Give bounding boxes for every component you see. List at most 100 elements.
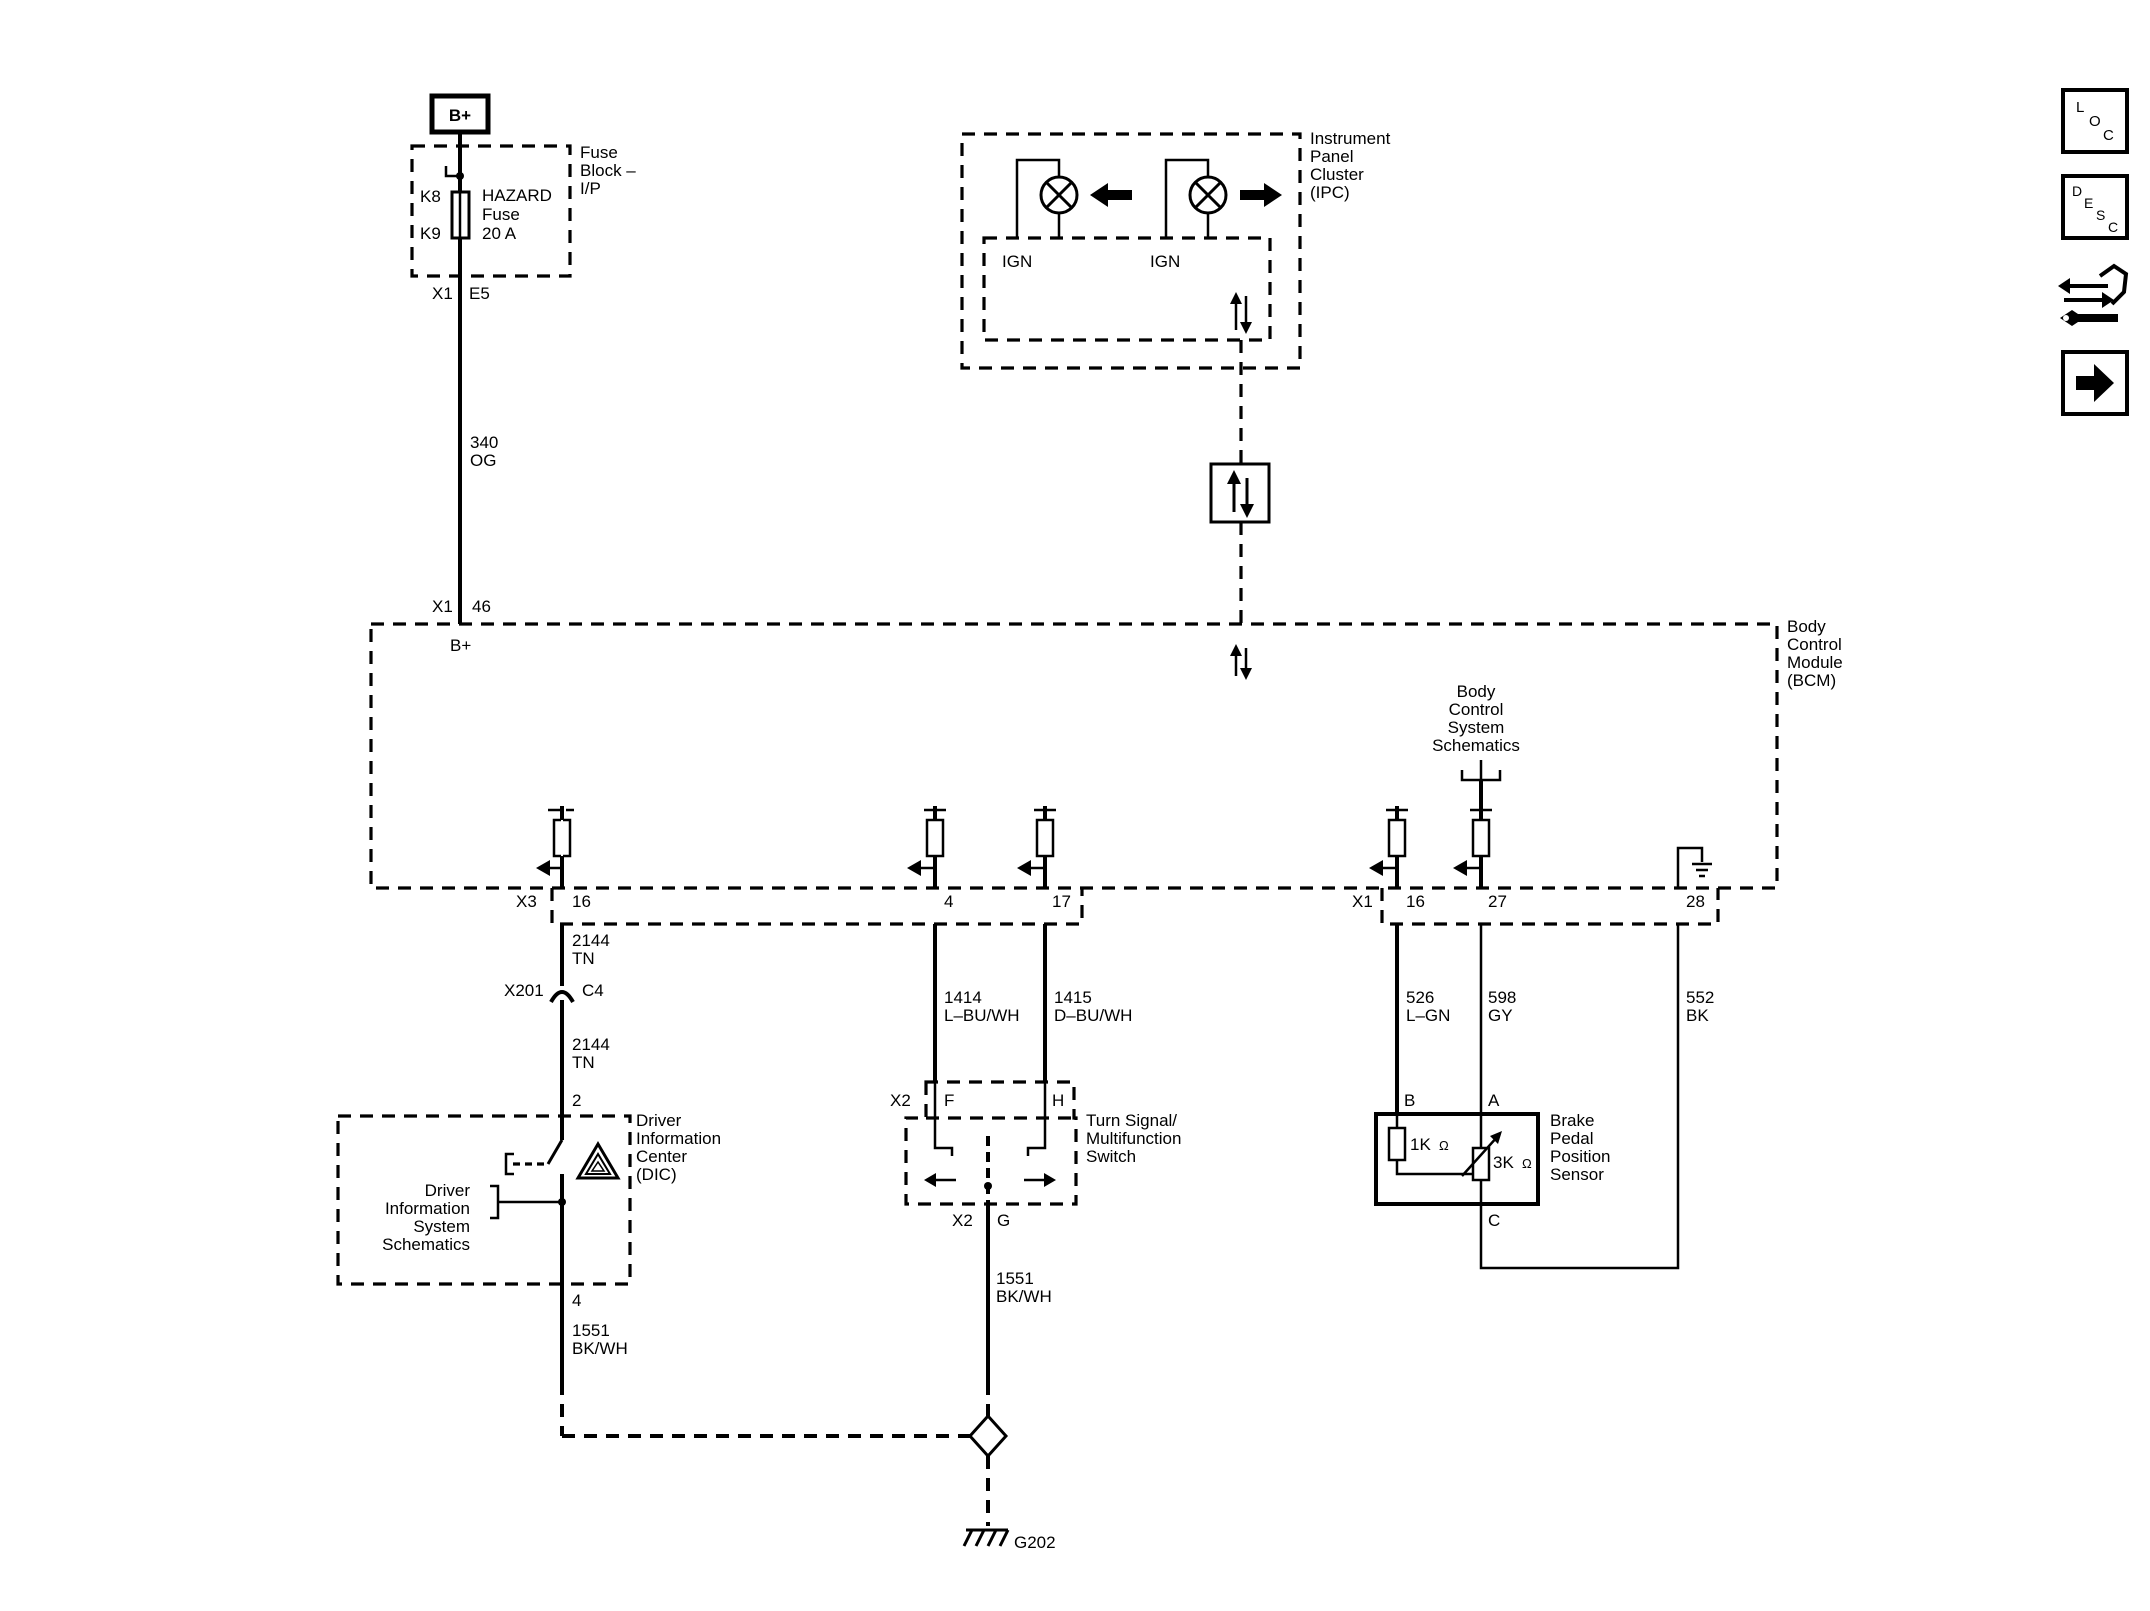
sensor-r2: 3K — [1493, 1153, 1514, 1172]
wire-1415: 1415 D–BU/WH — [1043, 924, 1132, 1082]
switch-pin-f: F — [944, 1091, 954, 1110]
dic-pin-bottom: 4 — [572, 1291, 581, 1310]
driver-information-system-ref[interactable]: Driver Information System Schematics — [382, 1181, 470, 1254]
bcm-pin-17: 17 — [1052, 892, 1071, 911]
hazard-warning-icon — [575, 1141, 621, 1180]
dic-ref-1: Driver — [425, 1181, 471, 1200]
wire-2144: 2144 TN X201 C4 2144 TN — [504, 924, 610, 1122]
ground-icon — [962, 1528, 1010, 1547]
body-control-system-ref[interactable]: Body Control System Schematics — [1432, 682, 1520, 755]
bcm-input-4 — [907, 806, 946, 888]
fuse-rating: 20 A — [482, 224, 517, 243]
sensor-pin-b: B — [1404, 1091, 1415, 1110]
sensor-r1-ohm: Ω — [1439, 1138, 1449, 1153]
fuse-block-title-1: Fuse — [580, 143, 618, 162]
dic-ref-3: System — [413, 1217, 470, 1236]
wire-1414-circuit: 1414 — [944, 988, 982, 1007]
bcm-input-16b — [1369, 806, 1408, 888]
bcm-connector-x1: X1 16 27 28 — [1352, 888, 1720, 926]
right-arrow-icon — [1024, 1173, 1056, 1187]
dic-title-2: Information — [636, 1129, 721, 1148]
ipc-title-4: (IPC) — [1310, 183, 1350, 202]
wire-1414-color: L–BU/WH — [944, 1006, 1020, 1025]
desc-letter-3: S — [2096, 207, 2105, 223]
sensor-title-4: Sensor — [1550, 1165, 1604, 1184]
bcm-pin-28: 28 — [1686, 892, 1705, 911]
inline-connector-pin: C4 — [582, 981, 604, 1000]
lamp-icon — [1188, 175, 1228, 215]
bcm-title-1: Body — [1787, 617, 1826, 636]
dic-title-3: Center — [636, 1147, 687, 1166]
fuse-connector: X1 — [432, 284, 453, 303]
left-turn-arrow-icon — [1090, 183, 1132, 207]
location-button[interactable]: L O C — [2061, 88, 2129, 154]
bcm-pin-16a: 16 — [572, 892, 591, 911]
switch-pin-h: H — [1052, 1091, 1064, 1110]
wire-340-circuit: 340 — [470, 433, 498, 452]
fuse-block-title-3: I/P — [580, 179, 601, 198]
wire-1551-mid-circuit: 1551 — [996, 1269, 1034, 1288]
desc-letter-2: E — [2084, 195, 2093, 211]
dic-pin-top: 2 — [572, 1091, 581, 1110]
fuse-word: Fuse — [482, 205, 520, 224]
switch-pin-g: G — [997, 1211, 1010, 1230]
fuse-pin-in: K8 — [420, 187, 441, 206]
sensor-r2-ohm: Ω — [1522, 1156, 1532, 1171]
left-arrow-icon — [924, 1173, 956, 1187]
serial-data-icon — [1227, 470, 1254, 518]
bcm-pin-16b: 16 — [1406, 892, 1425, 911]
body-ref-4: Schematics — [1432, 736, 1520, 755]
battery-supply: B+ — [429, 93, 491, 146]
wire-2144-lower-color: TN — [572, 1053, 595, 1072]
body-ref-3: System — [1448, 718, 1505, 737]
description-button[interactable]: D E S C — [2061, 174, 2129, 240]
switch-conn-top: X2 — [890, 1091, 911, 1110]
ground-g202: G202 — [962, 1528, 1056, 1552]
ipc-title-2: Panel — [1310, 147, 1353, 166]
sensor-title-1: Brake — [1550, 1111, 1594, 1130]
wire-1551-mid: 1551 BK/WH — [967, 1204, 1052, 1526]
bcm-pin-4: 4 — [944, 892, 953, 911]
ipc-ign-right: IGN — [1150, 252, 1180, 271]
body-ref-1: Body — [1457, 682, 1496, 701]
wire-1551-left-circuit: 1551 — [572, 1321, 610, 1340]
dic-ref-4: Schematics — [382, 1235, 470, 1254]
serial-data-link — [1209, 340, 1271, 624]
ipc-title-3: Cluster — [1310, 165, 1364, 184]
fuse-connector-pin: E5 — [469, 284, 490, 303]
next-button[interactable] — [2061, 350, 2129, 416]
desc-letter-4: C — [2108, 219, 2118, 235]
ipc-title-1: Instrument — [1310, 129, 1391, 148]
fuse-block: K8 K9 HAZARD Fuse 20 A Fuse Block – I/P … — [410, 143, 636, 303]
wire-2144-upper-color: TN — [572, 949, 595, 968]
repair-icon[interactable] — [2058, 263, 2129, 326]
wire-1551-left: 1551 BK/WH — [560, 1284, 970, 1438]
body-ref-2: Control — [1449, 700, 1504, 719]
wire-598-circuit: 598 — [1488, 988, 1516, 1007]
chassis-ground-icon — [1692, 862, 1712, 878]
serial-data-icon — [1230, 292, 1252, 334]
bcm-conn-x1: X1 — [1352, 892, 1373, 911]
dic-ref-2: Information — [385, 1199, 470, 1218]
bcm-input-16a — [536, 806, 574, 888]
switch-conn-bottom: X2 — [952, 1211, 973, 1230]
lamp-icon — [1039, 175, 1079, 215]
sensor-pin-a: A — [1488, 1091, 1500, 1110]
sensor-title-3: Position — [1550, 1147, 1610, 1166]
bcm-input-27 — [1453, 760, 1502, 888]
bcm-top-connector: X1 — [432, 597, 453, 616]
switch-title-2: Multifunction — [1086, 1129, 1181, 1148]
loc-letter-3: C — [2103, 127, 2114, 144]
loc-letter-1: L — [2076, 99, 2084, 116]
wire-340-color: OG — [470, 451, 496, 470]
wire-2144-upper-circuit: 2144 — [572, 931, 610, 950]
wire-2144-lower-circuit: 2144 — [572, 1035, 610, 1054]
bcm-conn-x3: X3 — [516, 892, 537, 911]
wire-1551-mid-color: BK/WH — [996, 1287, 1052, 1306]
wire-526-circuit: 526 — [1406, 988, 1434, 1007]
bcm-title-3: Module — [1787, 653, 1843, 672]
sensor-pin-c: C — [1488, 1211, 1500, 1230]
driver-information-center: 2 Driver Information Center (DIC) 4 — [336, 1091, 721, 1310]
fuse-name: HAZARD — [482, 186, 552, 205]
